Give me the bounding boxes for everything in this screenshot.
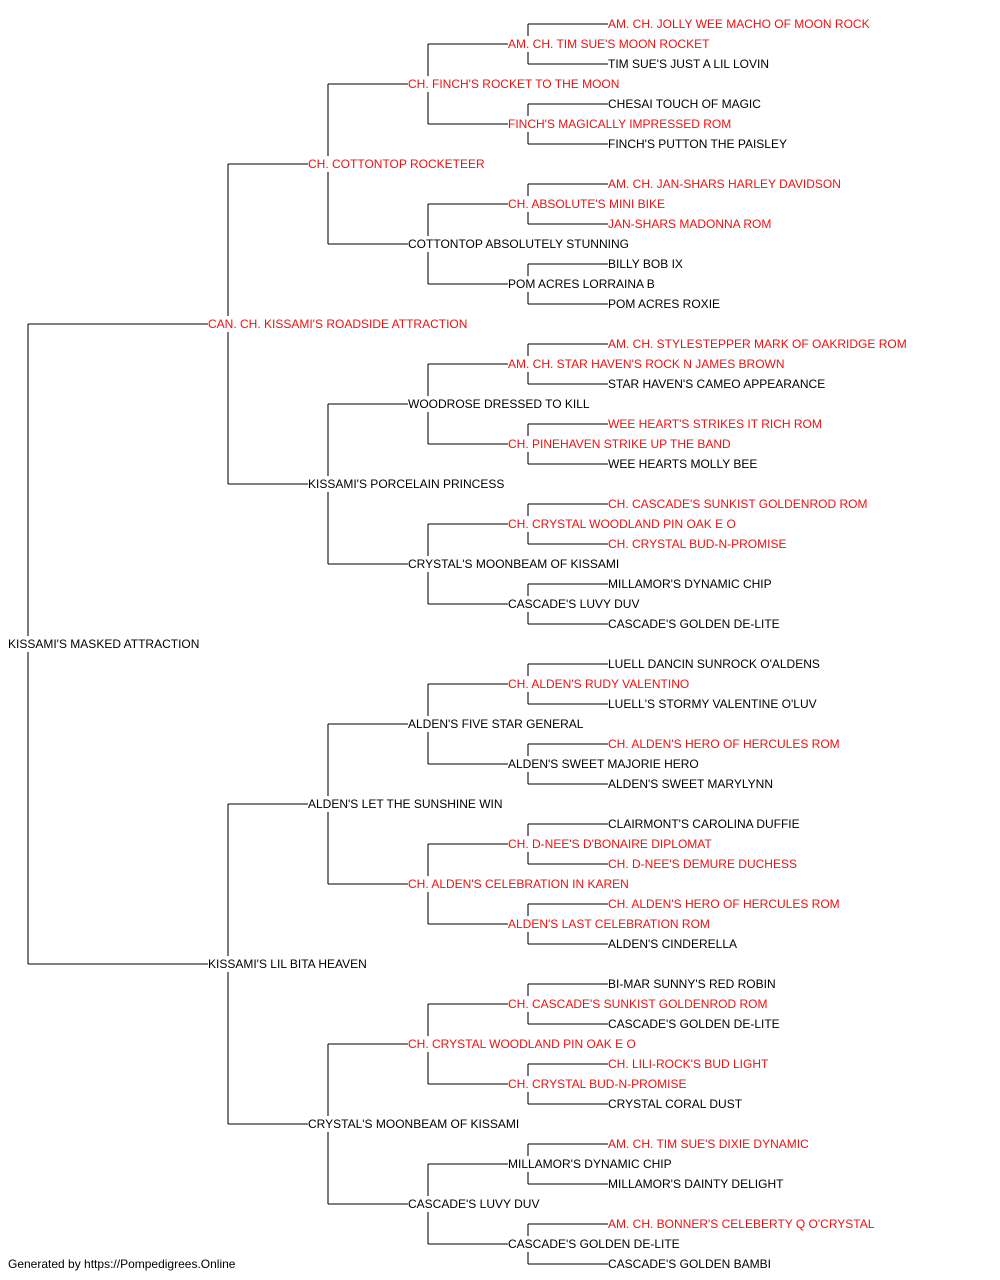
- ancestor-name: CASCADE'S GOLDEN DE-LITE: [608, 617, 780, 631]
- ancestor-name: ALDEN'S SWEET MAJORIE HERO: [508, 757, 699, 771]
- ancestor-name: CH. ALDEN'S CELEBRATION IN KAREN: [408, 877, 629, 891]
- ancestor-name: CRYSTAL'S MOONBEAM OF KISSAMI: [408, 557, 620, 571]
- ancestor-name: CRYSTAL'S MOONBEAM OF KISSAMI: [308, 1117, 520, 1131]
- ancestor-name: CASCADE'S GOLDEN DE-LITE: [608, 1017, 780, 1031]
- ancestor-name: CH. CRYSTAL WOODLAND PIN OAK E O: [408, 1037, 636, 1051]
- ancestor-name: CH. CASCADE'S SUNKIST GOLDENROD ROM: [608, 497, 868, 511]
- ancestor-name: WEE HEART'S STRIKES IT RICH ROM: [608, 417, 822, 431]
- ancestor-name: CH. D-NEE'S DEMURE DUCHESS: [608, 857, 797, 871]
- ancestor-name: ALDEN'S FIVE STAR GENERAL: [408, 717, 584, 731]
- ancestor-name: KISSAMI'S PORCELAIN PRINCESS: [308, 477, 505, 491]
- ancestor-name: BI-MAR SUNNY'S RED ROBIN: [608, 977, 776, 991]
- ancestor-name: CH. ALDEN'S HERO OF HERCULES ROM: [608, 897, 840, 911]
- ancestor-name: ALDEN'S CINDERELLA: [608, 937, 737, 951]
- ancestor-name: AM. CH. STAR HAVEN'S ROCK N JAMES BROWN: [508, 357, 785, 371]
- ancestor-name: AM. CH. JOLLY WEE MACHO OF MOON ROCK: [608, 17, 870, 31]
- ancestor-name: WEE HEARTS MOLLY BEE: [608, 457, 758, 471]
- ancestor-name: ALDEN'S LAST CELEBRATION ROM: [508, 917, 710, 931]
- ancestor-name: WOODROSE DRESSED TO KILL: [408, 397, 590, 411]
- footer-credit: Generated by https://Pompedigrees.Online: [8, 1257, 236, 1271]
- ancestor-name: AM. CH. JAN-SHARS HARLEY DAVIDSON: [608, 177, 841, 191]
- ancestor-name: MILLAMOR'S DYNAMIC CHIP: [508, 1157, 672, 1171]
- ancestor-name: JAN-SHARS MADONNA ROM: [608, 217, 772, 231]
- ancestor-name: LUELL DANCIN SUNROCK O'ALDENS: [608, 657, 820, 671]
- ancestor-name: CHESAI TOUCH OF MAGIC: [608, 97, 761, 111]
- ancestor-name: CASCADE'S LUVY DUV: [508, 597, 640, 611]
- ancestor-name: COTTONTOP ABSOLUTELY STUNNING: [408, 237, 629, 251]
- ancestor-name: CH. ALDEN'S HERO OF HERCULES ROM: [608, 737, 840, 751]
- ancestor-name: CASCADE'S LUVY DUV: [408, 1197, 540, 1211]
- ancestor-name: CH. LILI-ROCK'S BUD LIGHT: [608, 1057, 769, 1071]
- ancestor-name: CH. PINEHAVEN STRIKE UP THE BAND: [508, 437, 731, 451]
- ancestor-name: CASCADE'S GOLDEN DE-LITE: [508, 1237, 680, 1251]
- ancestor-name: AM. CH. TIM SUE'S MOON ROCKET: [508, 37, 710, 51]
- ancestor-name: CASCADE'S GOLDEN BAMBI: [608, 1257, 771, 1271]
- ancestor-name: MILLAMOR'S DYNAMIC CHIP: [608, 577, 772, 591]
- ancestor-name: CH. COTTONTOP ROCKETEER: [308, 157, 485, 171]
- ancestor-name: CH. CRYSTAL BUD-N-PROMISE: [608, 537, 787, 551]
- ancestor-name: CH. ALDEN'S RUDY VALENTINO: [508, 677, 690, 691]
- ancestor-name: MILLAMOR'S DAINTY DELIGHT: [608, 1177, 784, 1191]
- ancestor-name: KISSAMI'S LIL BITA HEAVEN: [208, 957, 367, 971]
- ancestor-name: CH. ABSOLUTE'S MINI BIKE: [508, 197, 665, 211]
- ancestor-name: FINCH'S PUTTON THE PAISLEY: [608, 137, 787, 151]
- ancestor-name: AM. CH. TIM SUE'S DIXIE DYNAMIC: [608, 1137, 809, 1151]
- ancestor-name: CH. CRYSTAL BUD-N-PROMISE: [508, 1077, 687, 1091]
- ancestor-name: CAN. CH. KISSAMI'S ROADSIDE ATTRACTION: [208, 317, 468, 331]
- ancestor-name: POM ACRES LORRAINA B: [508, 277, 655, 291]
- ancestor-name: AM. CH. STYLESTEPPER MARK OF OAKRIDGE RO…: [608, 337, 907, 351]
- ancestor-name: POM ACRES ROXIE: [608, 297, 721, 311]
- ancestor-name: CLAIRMONT'S CAROLINA DUFFIE: [608, 817, 800, 831]
- ancestor-name: FINCH'S MAGICALLY IMPRESSED ROM: [508, 117, 732, 131]
- ancestor-name: CH. CRYSTAL WOODLAND PIN OAK E O: [508, 517, 736, 531]
- ancestor-name: AM. CH. BONNER'S CELEBERTY Q O'CRYSTAL: [608, 1217, 875, 1231]
- ancestor-name: LUELL'S STORMY VALENTINE O'LUV: [608, 697, 817, 711]
- ancestor-name: STAR HAVEN'S CAMEO APPEARANCE: [608, 377, 826, 391]
- ancestor-name: CH. CASCADE'S SUNKIST GOLDENROD ROM: [508, 997, 768, 1011]
- ancestor-name: ALDEN'S LET THE SUNSHINE WIN: [308, 797, 503, 811]
- ancestor-name: TIM SUE'S JUST A LIL LOVIN: [608, 57, 770, 71]
- ancestor-name: CRYSTAL CORAL DUST: [608, 1097, 743, 1111]
- ancestor-name: ALDEN'S SWEET MARYLYNN: [608, 777, 773, 791]
- ancestor-name: CH. D-NEE'S D'BONAIRE DIPLOMAT: [508, 837, 712, 851]
- ancestor-name: BILLY BOB IX: [608, 257, 683, 271]
- subject-dog-name: KISSAMI'S MASKED ATTRACTION: [8, 637, 200, 651]
- ancestor-name: CH. FINCH'S ROCKET TO THE MOON: [408, 77, 620, 91]
